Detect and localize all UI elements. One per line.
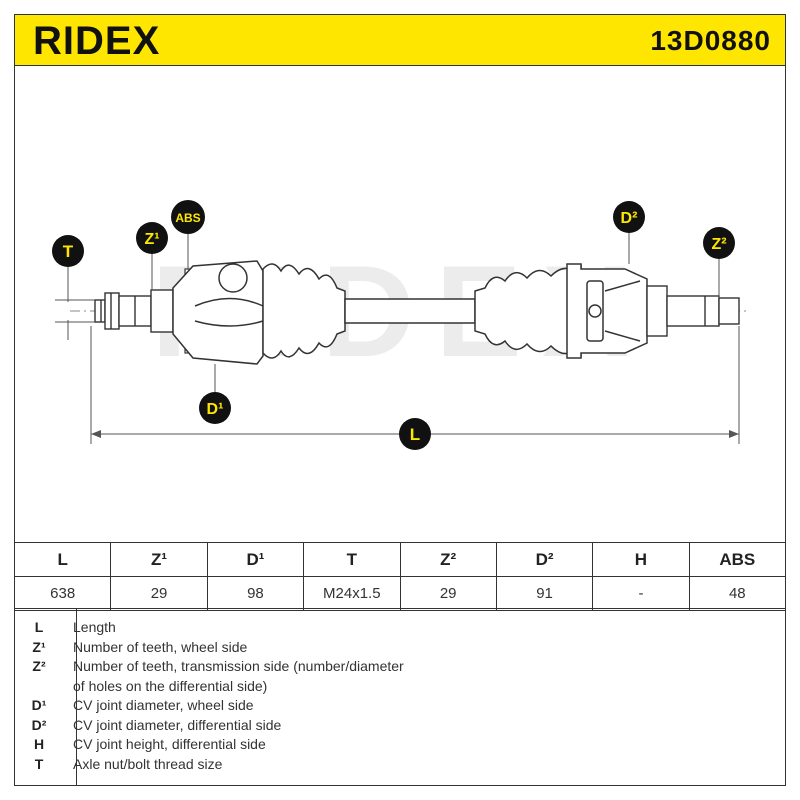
spec-value-t: M24x1.5 — [303, 576, 401, 611]
legend-key: T — [34, 756, 44, 772]
svg-text:D²: D² — [621, 210, 638, 227]
legend-item: of holes on the differential side) — [15, 678, 787, 698]
legend-text: CV joint diameter, wheel side — [73, 697, 254, 713]
spec-header-row: L Z¹ D¹ T Z² D² H ABS — [13, 542, 787, 577]
legend-key: Z¹ — [32, 639, 46, 655]
svg-text:Z²: Z² — [711, 236, 726, 253]
spec-value-l: 638 — [13, 576, 112, 611]
svg-text:Z¹: Z¹ — [144, 231, 159, 248]
svg-text:ABS: ABS — [175, 211, 200, 225]
spec-header-abs: ABS — [688, 542, 787, 577]
dimension-arrows — [91, 430, 739, 438]
legend-text: Axle nut/bolt thread size — [73, 756, 223, 772]
legend-key: H — [33, 736, 45, 752]
header-bar: RIDEX 13D0880 — [14, 14, 786, 66]
legend-item: Z¹ Number of teeth, wheel side — [15, 639, 787, 659]
svg-text:T: T — [63, 242, 74, 261]
legend-text: Number of teeth, wheel side — [73, 639, 248, 655]
main-shaft — [344, 298, 476, 324]
legend-box: L Length Z¹ Number of teeth, wheel side … — [14, 608, 786, 786]
legend-item: D² CV joint diameter, differential side — [15, 717, 787, 737]
inner-boot — [474, 264, 582, 358]
spec-header-d1: D¹ — [206, 542, 305, 577]
spec-header-l: L — [13, 542, 112, 577]
legend-key: D² — [31, 717, 47, 733]
drive-shaft-diagram: RIDEX — [52, 200, 750, 450]
legend-text: Length — [73, 619, 116, 635]
part-number: 13D0880 — [650, 25, 771, 56]
legend-text: Number of teeth, transmission side (numb… — [73, 658, 404, 674]
spec-value-d2: 91 — [495, 576, 594, 611]
legend-item: Z² Number of teeth, transmission side (n… — [15, 658, 787, 678]
legend-text: of holes on the differential side) — [73, 678, 268, 694]
transmission-side-stub — [646, 285, 740, 337]
legend-item: D¹ CV joint diameter, wheel side — [15, 697, 787, 717]
spec-header-t: T — [303, 542, 401, 577]
inner-cv-joint — [566, 263, 648, 359]
label-abs: ABS — [171, 200, 205, 234]
outer-boot — [262, 263, 346, 359]
spec-value-z1: 29 — [110, 576, 208, 611]
legend-text: CV joint height, differential side — [73, 736, 266, 752]
spec-value-d1: 98 — [206, 576, 305, 611]
label-z2: Z² — [703, 227, 735, 259]
spec-table: L Z¹ D¹ T Z² D² H ABS 638 29 98 M24x1.5 … — [13, 542, 787, 611]
label-l: L — [399, 418, 431, 450]
spec-value-z2: 29 — [399, 576, 497, 611]
spec-value-abs: 48 — [688, 576, 787, 611]
brand-logo: RIDEX — [33, 19, 161, 63]
legend-divider — [76, 609, 77, 786]
legend-key: L — [34, 619, 44, 635]
legend-item: H CV joint height, differential side — [15, 736, 787, 756]
legend-item: T Axle nut/bolt thread size — [15, 756, 787, 776]
spec-value-h: - — [592, 576, 690, 611]
spec-header-z2: Z² — [399, 542, 497, 577]
outer-cv-joint — [172, 260, 264, 365]
legend-key: Z² — [32, 658, 46, 674]
spec-value-row: 638 29 98 M24x1.5 29 91 - 48 — [13, 576, 787, 611]
legend-text: CV joint diameter, differential side — [73, 717, 282, 733]
spec-header-z1: Z¹ — [110, 542, 208, 577]
svg-text:L: L — [410, 425, 420, 444]
legend-key: D¹ — [31, 697, 47, 713]
label-z1: Z¹ — [136, 222, 168, 254]
wheel-side-stub — [94, 289, 174, 333]
label-t: T — [52, 235, 84, 267]
label-d2: D² — [613, 201, 645, 233]
svg-text:D¹: D¹ — [207, 401, 224, 418]
legend-item: L Length — [15, 619, 787, 639]
spec-header-d2: D² — [495, 542, 594, 577]
spec-header-h: H — [592, 542, 690, 577]
label-d1: D¹ — [199, 392, 231, 424]
